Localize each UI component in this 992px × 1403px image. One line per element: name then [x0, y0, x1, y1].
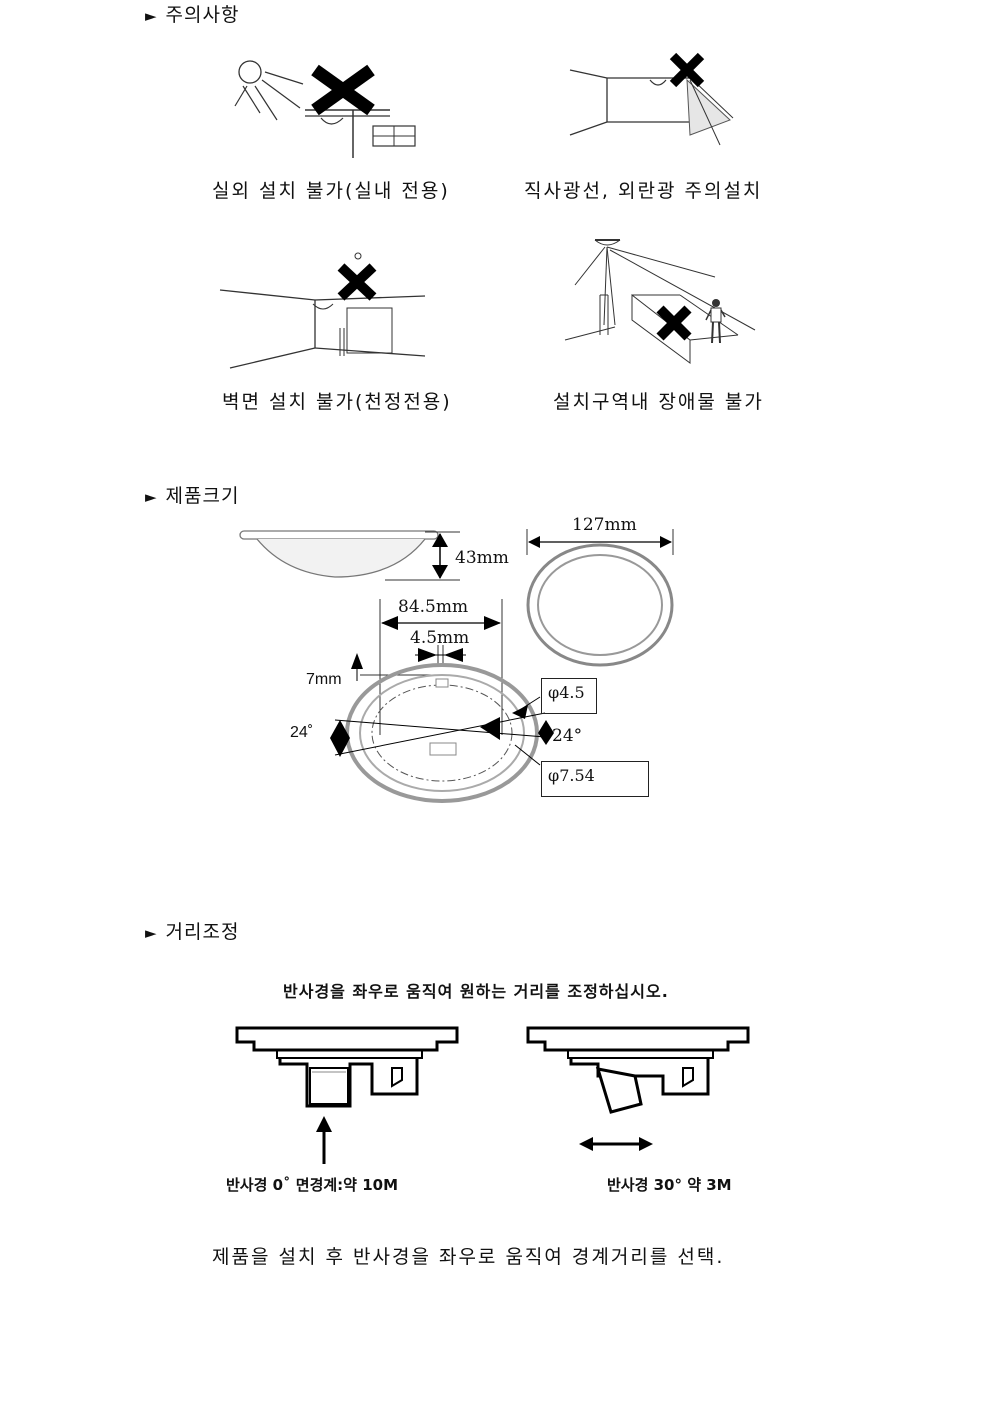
dim-angle-right: 24° [552, 726, 583, 746]
section-title: 주의사항 [165, 4, 240, 26]
section-heading-distance: ► 거리조정 [145, 917, 239, 944]
distance-instruction: 반사경을 좌우로 움직여 원하는 거리를 조정하십시오. [283, 982, 669, 1001]
prohibited-x-icon [311, 64, 375, 116]
section-title: 거리조정 [165, 921, 240, 943]
mirror-0deg-section [235, 1026, 459, 1164]
product-top-view [526, 529, 674, 667]
triangle-bullet-icon: ► [145, 924, 158, 942]
dim-slot-width: 4.5mm [410, 628, 470, 648]
triangle-bullet-icon: ► [145, 7, 158, 25]
wall-mount-illustration [219, 252, 426, 369]
obstacle-illustration [564, 239, 756, 364]
caption-no-outdoor: 실외 설치 불가(실내 전용) [212, 180, 450, 202]
label-mirror-30deg: 반사경 30° 약 3M [607, 1176, 732, 1194]
prohibited-x-icon [656, 305, 692, 341]
dim-phi-large: φ7.54 [541, 761, 649, 797]
dim-phi-small: φ4.5 [541, 678, 597, 714]
dim-diameter: 127mm [570, 515, 639, 535]
caption-no-obstacles: 설치구역내 장애물 불가 [553, 391, 764, 413]
product-side-profile [239, 530, 460, 581]
direct-sunlight-illustration [569, 52, 734, 146]
section-title: 제품크기 [165, 485, 240, 507]
dim-height: 43mm [455, 548, 509, 568]
section-heading-dimensions: ► 제품크기 [145, 481, 239, 508]
prohibited-x-icon [669, 52, 705, 88]
dim-hole-spacing: 84.5mm [398, 597, 469, 617]
dim-angle-left: 24˚ [290, 724, 314, 741]
mounting-plate-view [330, 599, 554, 803]
outdoor-sun-illustration [234, 60, 416, 158]
caption-sunlight-caution: 직사광선, 외란광 주의설치 [524, 180, 763, 202]
dim-offset: 7mm [306, 671, 342, 688]
distance-footer-note: 제품을 설치 후 반사경을 좌우로 움직여 경계거리를 선택. [212, 1246, 725, 1268]
person-icon [705, 299, 726, 344]
section-heading-precautions: ► 주의사항 [145, 0, 239, 27]
mirror-30deg-section [526, 1026, 750, 1151]
caption-no-wall-mount: 벽면 설치 불가(천정전용) [222, 391, 452, 413]
prohibited-x-icon [337, 263, 377, 301]
label-mirror-0deg: 반사경 0˚ 면경계:약 10M [226, 1176, 399, 1194]
triangle-bullet-icon: ► [145, 488, 158, 506]
